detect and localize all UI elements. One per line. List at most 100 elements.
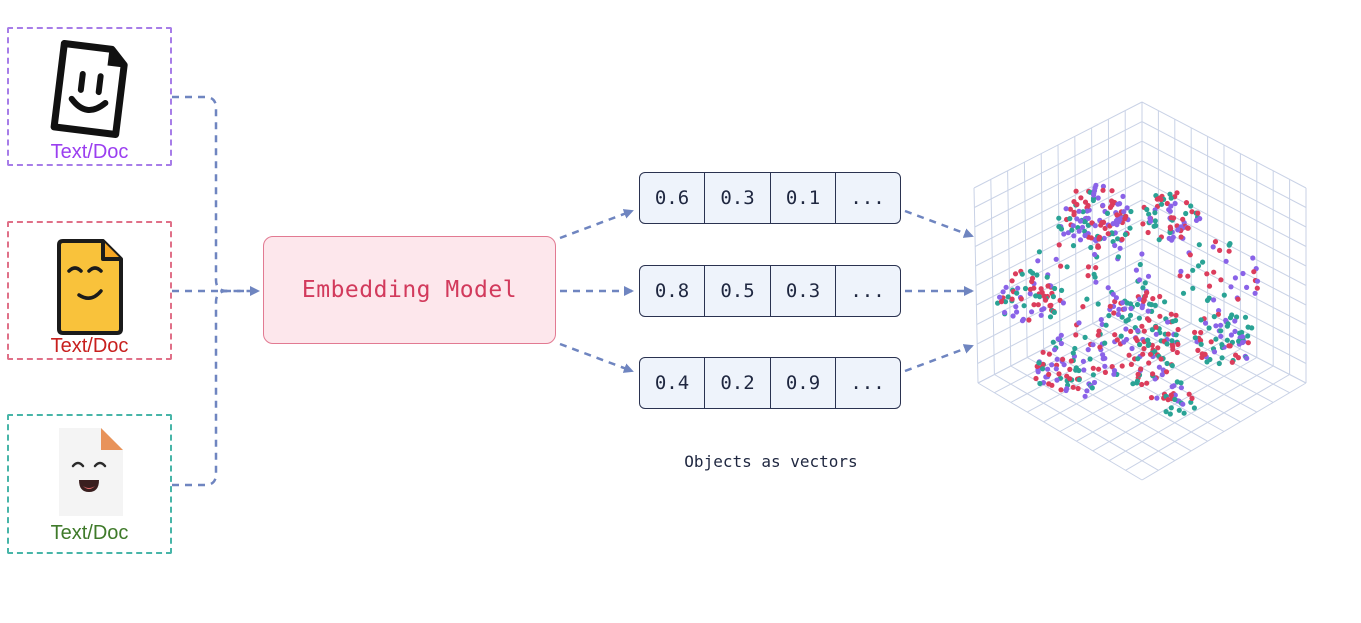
embedding-point bbox=[1177, 273, 1183, 279]
embedding-point bbox=[1119, 236, 1125, 242]
embedding-point bbox=[1096, 366, 1102, 372]
embedding-point bbox=[1122, 231, 1128, 238]
vector-row-1: 0.6 0.3 0.1 ... bbox=[639, 172, 901, 224]
embedding-point bbox=[1127, 312, 1134, 318]
embedding-point bbox=[1180, 290, 1187, 296]
embedding-point bbox=[1232, 275, 1238, 281]
embedding-point bbox=[1163, 409, 1169, 415]
embedding-point bbox=[1140, 221, 1146, 227]
embedding-point bbox=[1084, 388, 1090, 394]
embedding-point bbox=[1081, 367, 1087, 373]
embedding-point bbox=[1213, 323, 1219, 329]
embedding-point bbox=[1198, 341, 1204, 347]
embedding-point bbox=[1221, 292, 1227, 298]
embedding-point bbox=[1189, 209, 1195, 215]
embedding-point bbox=[1135, 356, 1141, 362]
embedding-point bbox=[1063, 387, 1069, 394]
embedding-point bbox=[1227, 241, 1233, 247]
embedding-point bbox=[1102, 363, 1108, 369]
embedding-point bbox=[1099, 321, 1105, 327]
embedding-point bbox=[1051, 309, 1057, 315]
embedding-point bbox=[1156, 237, 1162, 243]
embedding-point bbox=[1046, 371, 1052, 377]
embedding-point bbox=[1198, 317, 1204, 323]
embedding-point bbox=[1119, 314, 1125, 320]
embedding-point bbox=[1041, 293, 1047, 299]
embedding-point bbox=[1034, 272, 1040, 278]
embedding-point bbox=[1107, 303, 1113, 309]
embedding-point bbox=[1165, 331, 1171, 337]
embedding-point bbox=[1027, 286, 1033, 292]
embedding-point bbox=[1116, 306, 1122, 312]
embedding-point bbox=[1136, 315, 1142, 321]
embedding-point bbox=[1055, 336, 1061, 342]
embedding-point bbox=[1110, 239, 1116, 245]
embedding-point bbox=[1059, 287, 1065, 293]
embedding-point bbox=[1211, 269, 1217, 275]
embedding-point bbox=[1058, 263, 1064, 269]
embedding-point bbox=[1140, 285, 1146, 291]
embedding-point bbox=[1170, 318, 1176, 324]
embedding-point bbox=[1196, 242, 1202, 248]
embedding-point bbox=[1120, 193, 1126, 199]
embedding-point bbox=[1067, 216, 1073, 222]
embedding-point bbox=[1146, 211, 1152, 217]
embedding-point bbox=[1061, 362, 1067, 368]
embedding-point bbox=[1082, 393, 1088, 399]
embedding-point bbox=[1053, 256, 1059, 262]
embedding-point bbox=[1085, 264, 1092, 270]
embedding-point bbox=[1165, 397, 1171, 403]
embedding-point bbox=[1080, 209, 1086, 215]
embedding-point bbox=[1100, 352, 1106, 358]
embedding-point bbox=[1155, 345, 1161, 351]
embedding-point bbox=[1073, 332, 1079, 338]
embedding-point bbox=[1045, 283, 1051, 289]
embedding-point bbox=[1084, 208, 1090, 214]
embedding-point bbox=[1084, 296, 1090, 302]
embedding-point bbox=[1202, 351, 1208, 357]
embedding-point bbox=[1048, 302, 1054, 308]
embedding-point bbox=[1093, 182, 1099, 188]
embedding-point bbox=[1029, 309, 1035, 315]
embedding-point bbox=[1090, 342, 1096, 348]
embedding-point bbox=[1100, 356, 1106, 362]
vector-cell: 0.8 bbox=[640, 266, 705, 316]
embedding-point bbox=[1000, 289, 1006, 295]
embedding-point bbox=[1119, 363, 1125, 369]
embedding-point bbox=[1195, 347, 1201, 353]
embedding-point bbox=[1076, 367, 1082, 374]
embedding-point bbox=[1137, 261, 1143, 268]
embedding-point bbox=[1060, 356, 1066, 362]
embedding-point bbox=[1145, 308, 1151, 314]
embedding-point bbox=[1151, 223, 1157, 229]
embedding-point bbox=[1002, 299, 1009, 305]
embedding-point bbox=[1158, 196, 1164, 203]
embedding-point bbox=[1138, 366, 1144, 372]
embedding-point bbox=[1070, 384, 1076, 390]
embedding-point bbox=[1223, 258, 1229, 264]
embedding-point bbox=[1229, 359, 1235, 365]
embedding-point bbox=[1105, 231, 1111, 237]
embedding-point bbox=[1211, 297, 1217, 303]
embedding-point bbox=[1176, 407, 1182, 413]
embedding-point bbox=[1018, 296, 1024, 302]
embedding-point bbox=[1208, 339, 1214, 345]
embedding-point bbox=[1159, 372, 1165, 378]
embedding-point bbox=[1058, 332, 1064, 338]
embedding-point bbox=[1123, 336, 1130, 343]
embedding-point bbox=[1071, 233, 1077, 239]
embedding-point bbox=[1128, 208, 1134, 215]
embedding-point bbox=[1192, 329, 1198, 335]
embedding-point bbox=[1245, 333, 1251, 339]
embedding-point bbox=[1172, 396, 1178, 403]
embedding-point bbox=[1060, 300, 1066, 306]
embedding-point bbox=[1014, 290, 1020, 296]
embedding-point bbox=[1067, 376, 1073, 382]
embedding-point bbox=[1093, 265, 1099, 271]
embedding-point bbox=[1210, 244, 1216, 250]
embedding-point bbox=[1126, 352, 1132, 358]
embedding-point bbox=[1198, 329, 1204, 336]
document-card-1: Text/Doc bbox=[7, 27, 172, 166]
embedding-point bbox=[1082, 334, 1088, 340]
embedding-point bbox=[1239, 329, 1245, 336]
